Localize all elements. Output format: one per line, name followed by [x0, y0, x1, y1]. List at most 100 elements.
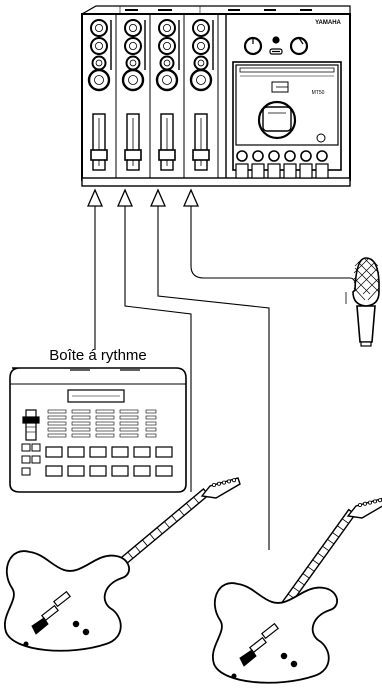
tuning-peg-icon	[217, 482, 220, 485]
slider-key	[120, 434, 138, 437]
model-label: MT50	[312, 90, 325, 96]
knob-center	[130, 60, 136, 66]
transport-key	[284, 164, 296, 178]
knob-center	[95, 24, 102, 31]
tuning-peg-icon	[363, 502, 366, 505]
drum-machine-icon	[10, 368, 186, 492]
knob-center	[129, 24, 136, 31]
knob-center	[95, 42, 102, 49]
knob-center	[164, 60, 170, 66]
tuning-peg-icon	[232, 479, 235, 482]
slider-key	[48, 410, 66, 413]
knob-center	[197, 42, 204, 49]
pad-button	[68, 466, 84, 476]
slider-key	[120, 416, 138, 419]
input-arrow-1	[88, 190, 102, 206]
slider-key	[96, 428, 114, 431]
transport-knob	[317, 151, 327, 161]
guitar-body	[213, 583, 337, 683]
transport-key	[300, 164, 312, 178]
tuning-peg-icon	[378, 499, 381, 502]
tuning-peg-icon	[212, 483, 215, 486]
knob-center	[129, 76, 138, 85]
control-knob	[84, 630, 89, 635]
slider-key	[48, 428, 66, 431]
input-arrow-4	[184, 190, 198, 206]
transport-key	[252, 164, 264, 178]
transport-key	[236, 164, 248, 178]
tuning-peg-icon	[358, 503, 361, 506]
electric-guitar-icon	[5, 478, 240, 651]
transport-knob	[285, 151, 295, 161]
pad-button	[46, 466, 62, 476]
pad-button	[134, 466, 150, 476]
transport-knob	[253, 151, 263, 161]
control-knob	[74, 622, 79, 627]
slider-key	[96, 410, 114, 413]
knob-center	[163, 42, 170, 49]
slider-key	[146, 428, 156, 431]
pad-button	[156, 447, 172, 457]
slider-key	[146, 434, 156, 437]
small-button	[32, 444, 40, 451]
slider-key	[96, 422, 114, 425]
input-arrow-2	[118, 190, 132, 206]
slider-key	[120, 410, 138, 413]
tuning-peg-icon	[222, 481, 225, 484]
pad-button	[46, 447, 62, 457]
slider-key	[48, 422, 66, 425]
knob-center	[197, 24, 204, 31]
tuning-peg-icon	[373, 500, 376, 503]
knob-center	[163, 24, 170, 31]
transport-knob	[269, 151, 279, 161]
fader-knob-icon	[125, 150, 141, 160]
strap-button	[24, 642, 28, 646]
knob-center	[95, 76, 104, 85]
knob-center	[96, 60, 102, 66]
tuning-peg-icon	[227, 480, 230, 483]
slider-key	[72, 422, 90, 425]
electric-guitar-icon	[213, 498, 382, 683]
small-button	[32, 456, 40, 463]
knob-center	[197, 76, 206, 85]
slider-key	[146, 410, 156, 413]
transport-knob	[301, 151, 311, 161]
slider-key	[72, 434, 90, 437]
pad-button	[156, 466, 172, 476]
fader-knob-icon	[159, 150, 175, 160]
slider-key	[72, 416, 90, 419]
fader-knob-icon	[91, 150, 107, 160]
slider-key	[48, 416, 66, 419]
transport-knob	[237, 151, 247, 161]
slider-key	[96, 416, 114, 419]
small-button	[22, 444, 30, 451]
drum-machine-label: Boîte á rythme	[49, 347, 147, 364]
control-knob	[282, 654, 287, 659]
slider-key	[120, 428, 138, 431]
pad-button	[134, 447, 150, 457]
pad-button	[112, 447, 128, 457]
tuning-peg-icon	[368, 501, 371, 504]
input-arrow-3	[151, 190, 165, 206]
knob-center	[163, 76, 172, 85]
control-knob	[292, 662, 297, 667]
knob-center	[198, 60, 204, 66]
pad-button	[68, 447, 84, 457]
slider-key	[146, 422, 156, 425]
slider-key	[72, 428, 90, 431]
pad-button	[112, 466, 128, 476]
small-button	[22, 456, 30, 463]
strap-button	[232, 674, 236, 678]
slider-key	[96, 434, 114, 437]
brand-label: YAMAHA	[315, 20, 341, 26]
guitar-body	[5, 551, 129, 651]
knob-center	[129, 42, 136, 49]
pad-button	[90, 447, 106, 457]
transport-key	[268, 164, 280, 178]
slider-key	[120, 422, 138, 425]
pad-button	[90, 466, 106, 476]
transport-key	[316, 164, 328, 178]
fader-knob-icon	[193, 150, 209, 160]
